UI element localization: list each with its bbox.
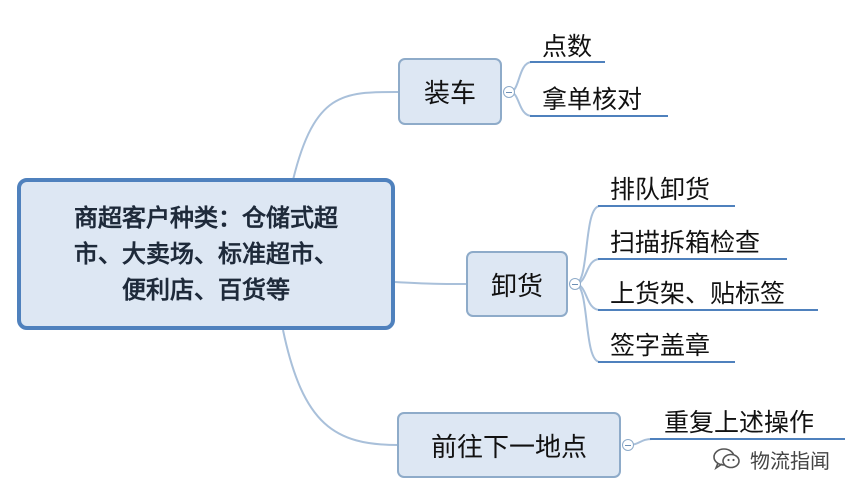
link-root-qianwang (282, 329, 399, 446)
bracket-xiehuo-paidui (574, 205, 601, 285)
leaf-paiduixiehuo[interactable]: 排队卸货 (610, 175, 711, 204)
link-root-zhuangche (292, 90, 401, 181)
root-node[interactable]: 商超客户种类：仓储式超 市、大卖场、标准超市、 便利店、百货等 (17, 178, 395, 330)
branch-node-xiehuo[interactable]: 卸货 (466, 251, 568, 317)
watermark-text: 物流指闻 (750, 448, 830, 473)
leaf-chongfushangshu[interactable]: 重复上述操作 (664, 408, 815, 437)
collapse-toggle-zhuangche[interactable] (503, 86, 515, 98)
branch-node-qianwang[interactable]: 前往下一地点 (397, 412, 621, 478)
root-line-1: 商超客户种类：仓储式超 (74, 204, 338, 232)
branch-label-zhuangche: 装车 (423, 79, 476, 109)
branch-label-qianwang: 前往下一地点 (430, 432, 587, 463)
root-line-2: 市、大卖场、标准超市、 (74, 240, 338, 268)
collapse-toggle-xiehuo[interactable] (569, 278, 581, 290)
watermark: 物流指闻 (712, 444, 830, 474)
branch-node-zhuangche[interactable]: 装车 (398, 58, 502, 125)
bracket-xiehuo-qianzi (574, 283, 601, 363)
root-line-3: 便利店、百货等 (122, 276, 290, 304)
leaf-diansu[interactable]: 点数 (542, 32, 593, 61)
collapse-toggle-qianwang[interactable] (622, 439, 634, 451)
leaf-shanghuojia[interactable]: 上货架、贴标签 (610, 279, 786, 308)
link-root-xiehuo (394, 281, 467, 285)
wechat-icon (713, 448, 740, 471)
leaf-saomiaochaixiang[interactable]: 扫描拆箱检查 (610, 228, 761, 257)
leaf-qianzigaizhang[interactable]: 签字盖章 (610, 331, 711, 360)
root-text: 商超客户种类：仓储式超 市、大卖场、标准超市、 便利店、百货等 (74, 200, 338, 308)
branch-label-xiehuo: 卸货 (490, 271, 543, 302)
leaf-nadanhedui[interactable]: 拿单核对 (542, 85, 643, 114)
